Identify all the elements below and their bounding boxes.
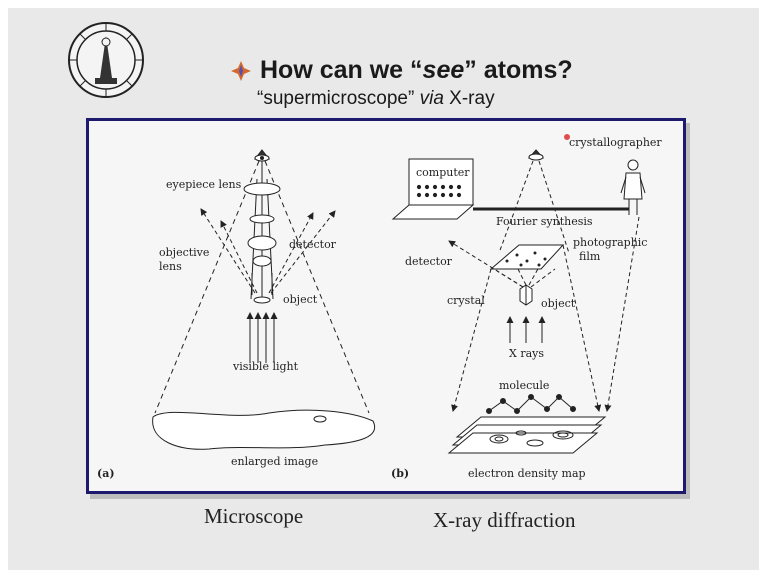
title-text: How can we “see” atoms? [260, 56, 573, 85]
caption-xray-diffraction: X-ray diffraction [433, 508, 575, 533]
four-point-star-bullet-icon [230, 60, 252, 82]
slide-title: How can we “see” atoms? [230, 56, 573, 85]
eye-icon [255, 150, 269, 161]
label-crystal: crystal [447, 294, 485, 307]
enlarged-image-blob [153, 410, 375, 449]
label-fourier-synthesis: Fourier synthesis [496, 215, 593, 228]
label-crystallographer: crystallographer [569, 136, 662, 149]
object-specimen [254, 297, 270, 303]
label-molecule: molecule [499, 379, 549, 392]
eyepiece-lens [244, 183, 280, 195]
label-objective: objective [159, 246, 209, 259]
label-photographic: photographic [573, 236, 647, 249]
photographic-film [491, 245, 563, 269]
label-visible-light: visible light [232, 360, 299, 373]
panel-label-b: (b) [391, 467, 409, 480]
xray-diagram [393, 150, 645, 453]
label-detector-right: detector [405, 255, 453, 268]
figure-frame: eyepiece lens objective lens detector ob… [86, 118, 686, 494]
electron-density-map [449, 417, 605, 453]
label-electron-density-map: electron density map [468, 467, 586, 480]
caption-microscope: Microscope [204, 504, 303, 529]
crystallographer-figure-icon [621, 160, 645, 215]
lens-2 [250, 215, 274, 223]
microscope-vs-xray-diagram: eyepiece lens objective lens detector ob… [89, 121, 683, 491]
objective-lens [248, 236, 276, 250]
label-object-right: object [541, 297, 576, 310]
label-eyepiece-lens: eyepiece lens [166, 178, 242, 191]
label-detector-left: detector [289, 238, 337, 251]
label-object-left: object [283, 293, 318, 306]
microscope-diagram [153, 150, 375, 449]
label-x-rays: X rays [509, 347, 544, 360]
eye-icon [529, 150, 543, 160]
panel-label-a: (a) [97, 467, 115, 480]
institute-logo-icon [66, 20, 146, 100]
label-film: film [579, 250, 601, 263]
slide-subtitle: “supermicroscope” via X-ray [257, 88, 495, 110]
molecule-icon [487, 395, 576, 414]
label-computer: computer [416, 166, 470, 179]
label-lens: lens [159, 260, 182, 273]
label-enlarged-image: enlarged image [231, 455, 318, 468]
